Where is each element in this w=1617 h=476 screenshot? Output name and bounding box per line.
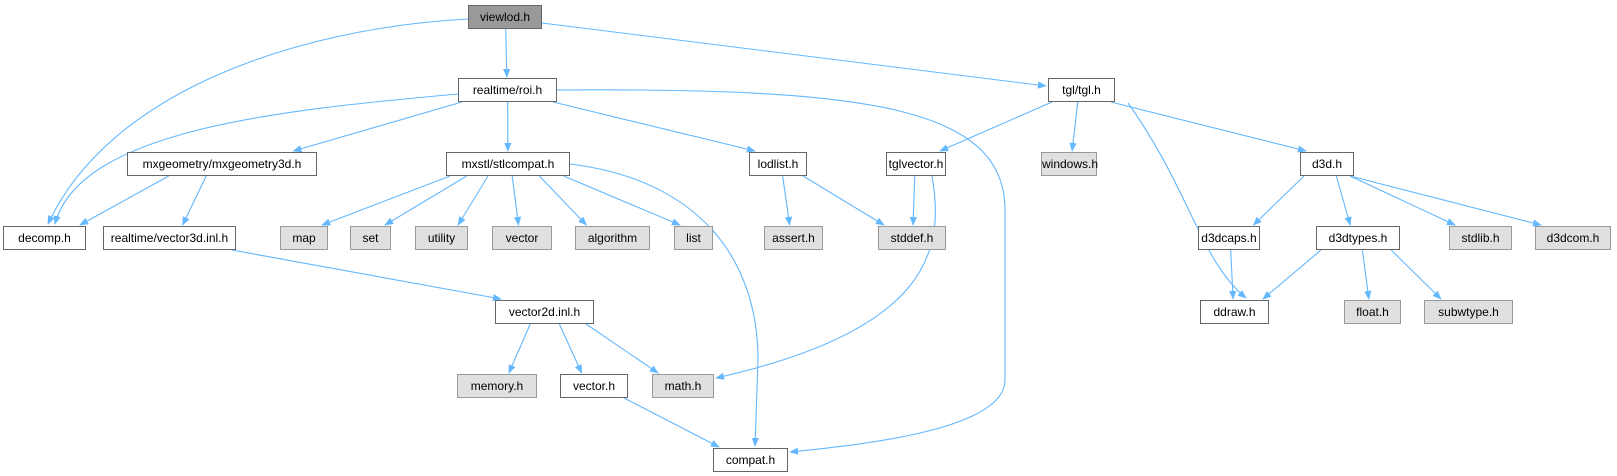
node-windows: windows.h [1041,152,1098,176]
node-math: math.h [652,374,714,398]
edge-mxgeo-to-decomp [79,175,170,226]
node-algorithm: algorithm [575,226,650,250]
edge-tglvector-to-stddef [909,175,917,226]
node-d3d[interactable]: d3d.h [1300,152,1354,176]
edge-d3dtypes-to-ddraw [1262,249,1322,300]
node-vector3d[interactable]: realtime/vector3d.inl.h [103,226,236,250]
edge-d3d-to-d3dtypes [1335,175,1352,226]
edge-stlcompat-to-vector [511,175,522,226]
node-tgl[interactable]: tgl/tgl.h [1048,78,1115,102]
edge-tgl-to-windows [1069,101,1079,152]
node-d3dcom: d3dcom.h [1535,226,1611,250]
edge-vector2d-to-memory [508,323,531,374]
node-stddef: stddef.h [878,226,946,250]
node-subwtype: subwtype.h [1424,300,1513,324]
node-roi[interactable]: realtime/roi.h [458,78,557,102]
node-d3dtypes[interactable]: d3dtypes.h [1316,226,1400,250]
node-stdlib: stdlib.h [1449,226,1512,250]
node-vector: vector [492,226,552,250]
node-map: map [280,226,328,250]
node-d3dcaps[interactable]: d3dcaps.h [1198,226,1260,250]
node-ddraw[interactable]: ddraw.h [1200,300,1269,324]
edge-stlcompat-to-compat [569,163,759,447]
edge-d3dtypes-to-float [1361,249,1372,300]
edge-roi-to-mxgeo [292,101,463,153]
node-decomp[interactable]: decomp.h [3,226,86,250]
edge-tgl-to-tglvector [939,101,1053,152]
node-tglvector[interactable]: tglvector.h [886,152,946,176]
edge-viewlod-to-decomp [47,18,469,225]
node-vector2d[interactable]: vector2d.inl.h [495,300,594,324]
node-mxgeo[interactable]: mxgeometry/mxgeometry3d.h [127,152,317,176]
node-assert: assert.h [764,226,823,250]
node-set: set [350,226,391,250]
edge-viewlod-to-roi [503,28,511,78]
edge-lodlist-to-assert [782,175,793,226]
node-memory: memory.h [457,374,537,398]
node-list: list [674,226,713,250]
edge-vector2d-to-vectorh [558,323,583,374]
edge-lodlist-to-stddef [802,175,885,226]
edge-roi-to-compat [556,89,1006,455]
edge-d3d-to-d3dcom [1349,175,1542,227]
edge-stlcompat-to-set [384,175,468,226]
edge-stlcompat-to-algorithm [538,175,587,226]
edge-stlcompat-to-list [563,175,681,226]
node-lodlist[interactable]: lodlist.h [749,152,807,176]
node-vectorh[interactable]: vector.h [560,374,628,398]
edge-vectorh-to-compat [623,397,720,448]
node-stlcompat[interactable]: mxstl/stlcompat.h [446,152,570,176]
edge-d3d-to-stdlib [1349,175,1456,226]
edge-tgl-to-ddraw [1127,102,1247,299]
edge-viewlod-to-tgl [541,22,1047,89]
edge-d3d-to-d3dcaps [1252,175,1305,226]
edge-roi-to-decomp [53,93,459,225]
edge-tgl-to-d3d [1110,101,1307,153]
node-utility: utility [415,226,468,250]
edge-tglvector-to-math [715,175,936,380]
node-compat[interactable]: compat.h [713,448,788,472]
edge-roi-to-lodlist [552,101,756,153]
edge-d3dcaps-to-ddraw [1229,249,1237,300]
edge-d3dtypes-to-subwtype [1390,249,1442,300]
edge-vector2d-to-math [585,323,659,374]
node-float: float.h [1344,300,1401,324]
edge-vector3d-to-vector2d [231,249,502,302]
node-viewlod: viewlod.h [468,5,542,29]
edge-mxgeo-to-vector3d [182,175,207,226]
edge-stlcompat-to-map [321,175,451,226]
edge-stlcompat-to-utility [457,175,489,226]
